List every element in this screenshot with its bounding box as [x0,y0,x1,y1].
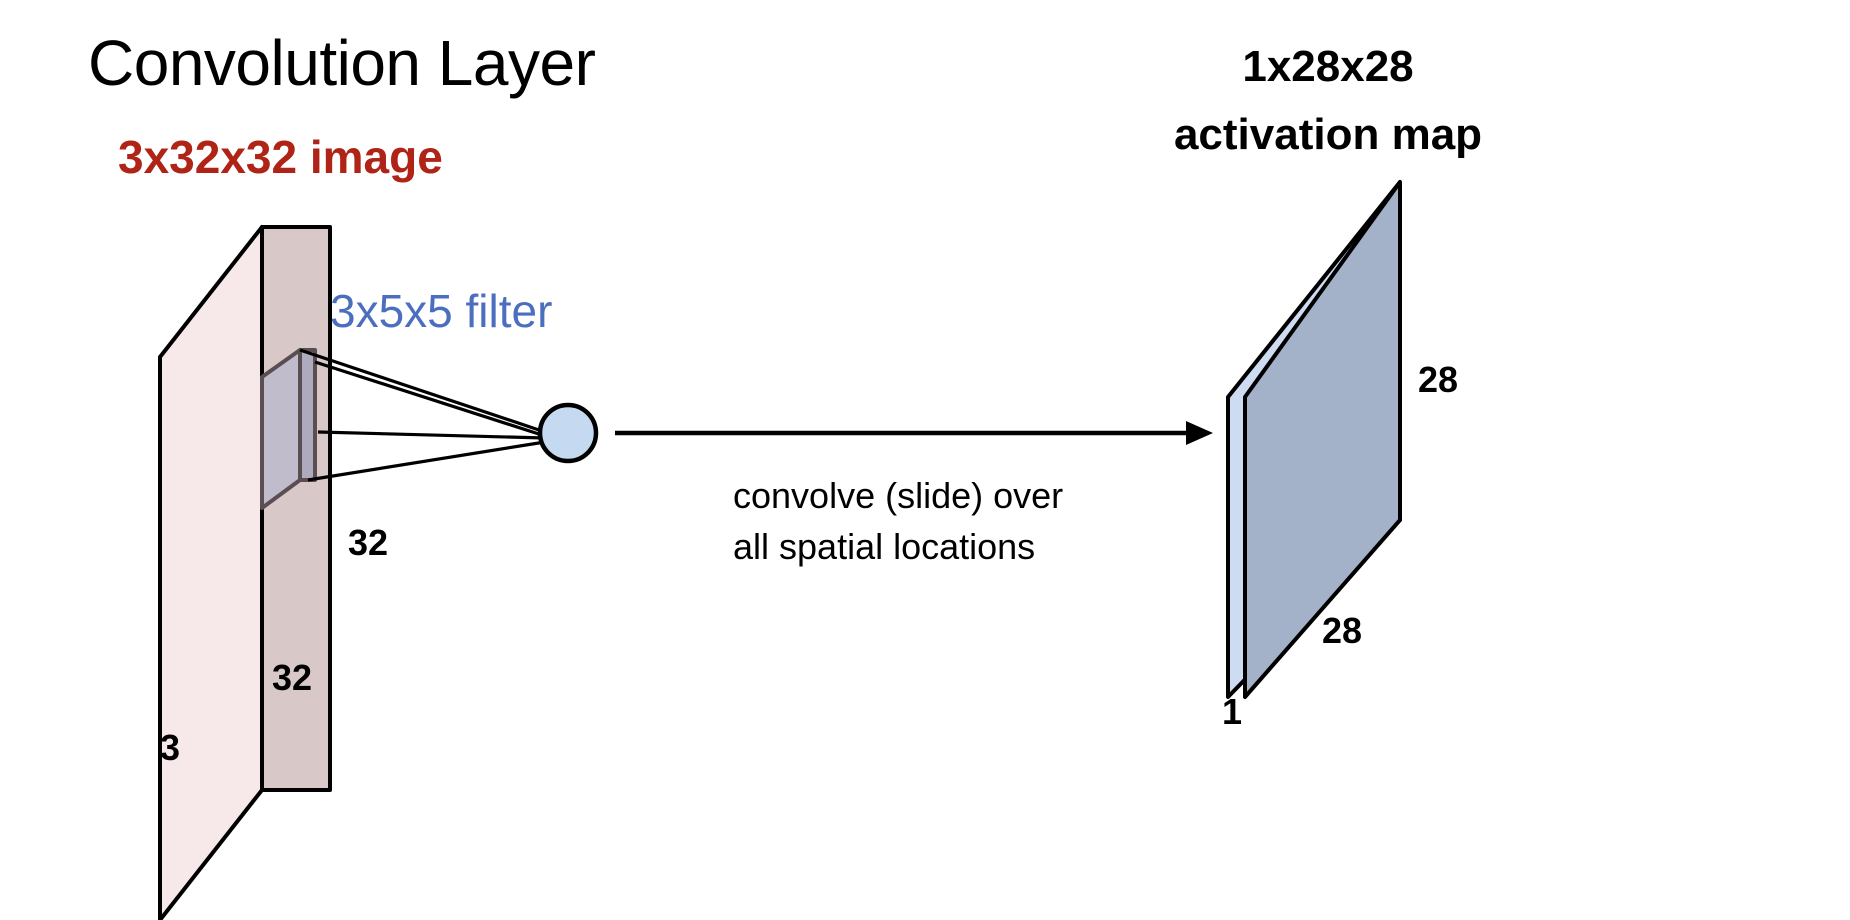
filter-to-neuron-connectors [299,348,546,482]
convolve-caption-line1: convolve (slide) over [733,475,1064,516]
output-volume-width-label: 28 [1322,610,1363,651]
output-volume-height-label: 28 [1418,359,1459,400]
convolve-arrow [615,421,1213,445]
input-volume-front-face [260,225,332,792]
input-volume-shape [158,225,332,920]
output-volume-shape [1226,180,1402,699]
output-volume-depth-label: 1 [1222,691,1243,732]
page-title: Convolution Layer [88,27,596,99]
input-volume-caption: 3x32x32 image [118,131,443,183]
filter-caption: 3x5x5 filter [330,285,553,337]
connector-line-bottom [307,440,546,482]
input-volume-height-label: 32 [348,522,389,563]
filter-cube-side-face [260,348,302,510]
arrow-head [1186,421,1213,445]
filter-cube-front-face [298,348,317,482]
input-volume-width-label: 32 [272,657,313,698]
output-volume-front-face [1243,180,1402,699]
neuron-circle [537,402,599,464]
input-volume-depth-label: 3 [160,727,181,768]
output-volume-title-line1: 1x28x28 [1242,42,1414,91]
convolve-caption-line2: all spatial locations [733,526,1036,567]
connector-line-lower [317,430,546,440]
output-volume-title-line2: activation map [1173,110,1483,159]
connector-line-middle [314,360,546,438]
input-volume-side-face [158,225,264,920]
connector-line-top [299,348,546,434]
